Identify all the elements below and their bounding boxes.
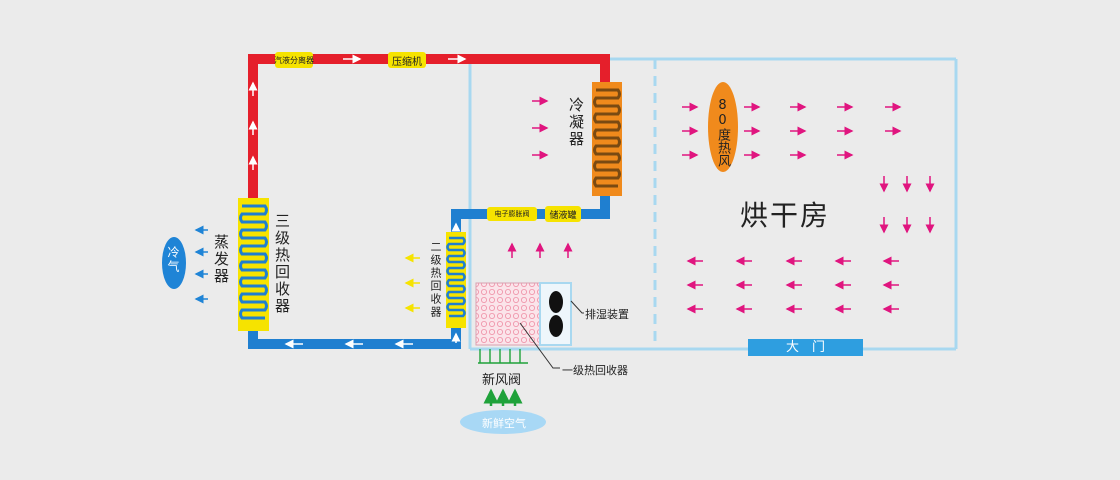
pipe-flow-arrows	[248, 54, 467, 349]
condenser-coil	[592, 82, 622, 196]
second-recovery-label: 二级热回收器	[429, 241, 442, 319]
door-label: 大 门	[785, 340, 825, 355]
drying-room-label: 烘干房	[740, 199, 831, 232]
hot-air-oval	[708, 82, 738, 172]
fresh-air-oval	[460, 410, 546, 434]
dehumidifier-label: 排湿装置	[585, 308, 629, 321]
expansion-valve-box: 电子膨胀阀	[487, 207, 537, 221]
second-recovery-coil	[446, 232, 466, 328]
fresh-air-arrows	[483, 388, 523, 406]
fresh-air-valve	[478, 349, 528, 364]
door-bar	[748, 339, 863, 356]
evaporator-coil	[238, 198, 269, 331]
room-outline	[468, 57, 958, 351]
evaporator-label: 蒸发器	[212, 234, 230, 285]
first-recovery-label: 一级热回收器	[562, 364, 628, 377]
receiver-box: 储液罐	[545, 206, 581, 222]
magenta-flow-arrows	[507, 96, 935, 314]
yellow-flow-arrows	[404, 253, 420, 313]
fresh-air-valve-label: 新风阀	[482, 373, 522, 388]
leader-lines	[519, 300, 584, 369]
hot-pipe	[248, 54, 610, 205]
separator-box: 汽液分离器	[274, 52, 314, 68]
third-recovery-label: 三级热回收器	[273, 213, 291, 315]
fan-icon	[549, 291, 563, 337]
cold-air-label: 冷气	[166, 246, 180, 274]
expansion-valve-label: 电子膨胀阀	[494, 210, 530, 218]
separator-label: 汽液分离器	[274, 55, 314, 65]
fresh-air-label: 新鲜空气	[482, 417, 526, 430]
hot-air-label: 80度热风	[715, 98, 730, 167]
cold-air-oval	[162, 237, 186, 289]
condenser-label: 冷凝器	[567, 97, 585, 148]
first-recovery-block	[475, 282, 541, 346]
compressor-label: 压缩机	[392, 56, 422, 68]
cold-air-arrows	[194, 225, 208, 304]
receiver-label: 储液罐	[549, 210, 577, 221]
compressor-box: 压缩机	[388, 52, 426, 68]
